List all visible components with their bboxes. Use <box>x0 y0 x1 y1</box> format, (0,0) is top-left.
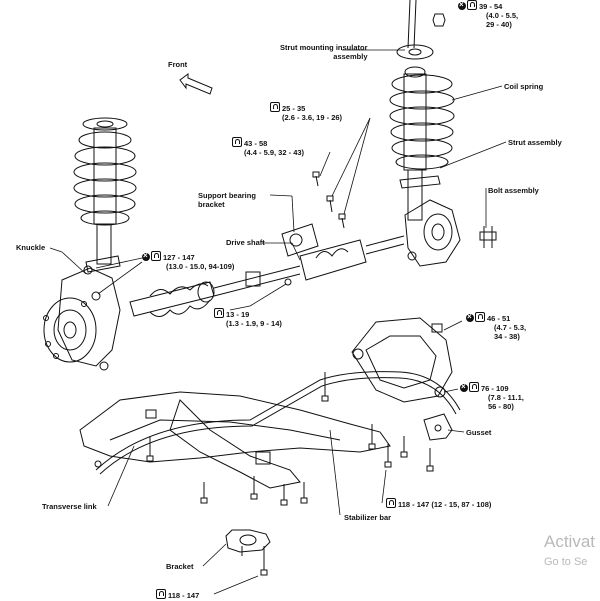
torque-127-147: 127 - 147 (13.0 - 15.0, 94-109) <box>142 251 234 271</box>
front-label: Front <box>168 60 188 69</box>
transverse-link-label: Transverse link <box>42 502 97 511</box>
torque-76-line-3: 56 - 80) <box>488 402 514 411</box>
torque-46-line-3: 34 - 38) <box>494 332 520 341</box>
stabilizer-bar <box>95 371 461 475</box>
torque-46-51: 46 - 51 (4.7 - 5.3, 34 - 38) <box>466 312 526 341</box>
torque-46-line-2: (4.7 - 5.3, <box>494 323 527 332</box>
coil-spring-label: Coil spring <box>504 82 544 91</box>
nut-replace-icon <box>142 251 150 261</box>
torque-39-54: 39 - 54 (4.0 - 5.5, 29 - 40) <box>458 0 518 29</box>
torque-13-19: 13 - 19 (1.3 - 1.9, 9 - 14) <box>214 308 282 328</box>
torque-wrench-icon <box>151 251 161 261</box>
support-bearing-bracket <box>281 171 346 286</box>
torque-wrench-icon <box>475 312 485 322</box>
gusset-label: Gusset <box>466 428 492 437</box>
torque-118a-text: 118 - 147 (12 - 15, 87 - 108) <box>398 500 492 509</box>
bolt-assembly-label: Bolt assembly <box>488 186 539 195</box>
torque-wrench-icon <box>214 308 224 318</box>
drive-shaft-label: Drive shaft <box>226 238 265 247</box>
torque-wrench-icon <box>469 382 479 392</box>
torque-118b-text: 118 - 147 <box>168 591 200 600</box>
nut-replace-icon <box>460 382 468 392</box>
torque-76-109: 76 - 109 (7.8 - 11.1, 56 - 80) <box>460 382 524 411</box>
torque-25-line-2: (2.6 - 3.6, 19 - 26) <box>282 113 343 122</box>
torque-wrench-icon <box>386 498 396 508</box>
nut-replace-icon <box>466 312 474 322</box>
bolts <box>94 372 434 576</box>
torque-25-35: 25 - 35 (2.6 - 3.6, 19 - 26) <box>270 102 342 122</box>
strut-assembly-label: Strut assembly <box>508 138 562 147</box>
activation-watermark-subtitle: Go to Se <box>544 556 588 568</box>
torque-39-line-3: 29 - 40) <box>486 20 512 29</box>
activation-watermark-title: Activat <box>544 532 596 551</box>
torque-25-line-1: 25 - 35 <box>282 104 306 113</box>
right-transverse-link <box>351 317 453 403</box>
torque-118-147-a: 118 - 147 (12 - 15, 87 - 108) <box>386 498 491 509</box>
torque-wrench-icon <box>467 0 477 10</box>
torque-wrench-icon <box>270 102 280 112</box>
front-arrow-icon <box>179 73 213 95</box>
torque-118-147-b: 118 - 147 <box>156 589 199 600</box>
leader-lines <box>49 49 507 595</box>
gusset <box>423 413 453 441</box>
stabilizer-bar-label: Stabilizer bar <box>344 513 392 522</box>
torque-127-line-2: (13.0 - 15.0, 94-109) <box>166 262 235 271</box>
strut-insulator-label: Strut mounting insulator assembly <box>280 43 368 61</box>
bolt-assembly <box>479 226 497 248</box>
support-bearing-line-2: bracket <box>198 200 225 209</box>
torque-43-line-1: 43 - 58 <box>244 139 268 148</box>
torque-76-line-2: (7.8 - 11.1, <box>488 393 524 402</box>
drive-shaft <box>129 235 405 317</box>
torque-13-line-2: (1.3 - 1.9, 9 - 14) <box>226 319 282 328</box>
support-bearing-label: Support bearing bracket <box>198 191 256 209</box>
strut-insulator-line-2: assembly <box>333 52 368 61</box>
torque-wrench-icon <box>156 589 166 599</box>
right-strut-assembly <box>389 0 461 267</box>
torque-39-line-1: 39 - 54 <box>479 2 503 11</box>
bracket-label: Bracket <box>166 562 194 571</box>
torque-wrench-icon <box>232 137 242 147</box>
subframe <box>79 391 391 489</box>
support-bearing-line-1: Support bearing <box>198 191 256 200</box>
left-strut-assembly <box>73 117 137 273</box>
torque-43-58: 43 - 58 (4.4 - 5.9, 32 - 43) <box>232 137 304 157</box>
torque-127-line-1: 127 - 147 <box>163 253 195 262</box>
bracket-part <box>225 529 271 553</box>
strut-insulator-line-1: Strut mounting insulator <box>280 43 368 52</box>
torque-76-line-1: 76 - 109 <box>481 384 509 393</box>
left-knuckle-hub <box>43 265 121 371</box>
nut-replace-icon <box>458 0 466 10</box>
knuckle-label: Knuckle <box>16 243 46 252</box>
torque-46-line-1: 46 - 51 <box>487 314 511 323</box>
torque-13-line-1: 13 - 19 <box>226 310 250 319</box>
torque-43-line-2: (4.4 - 5.9, 32 - 43) <box>244 148 305 157</box>
torque-39-line-2: (4.0 - 5.5, <box>486 11 519 20</box>
